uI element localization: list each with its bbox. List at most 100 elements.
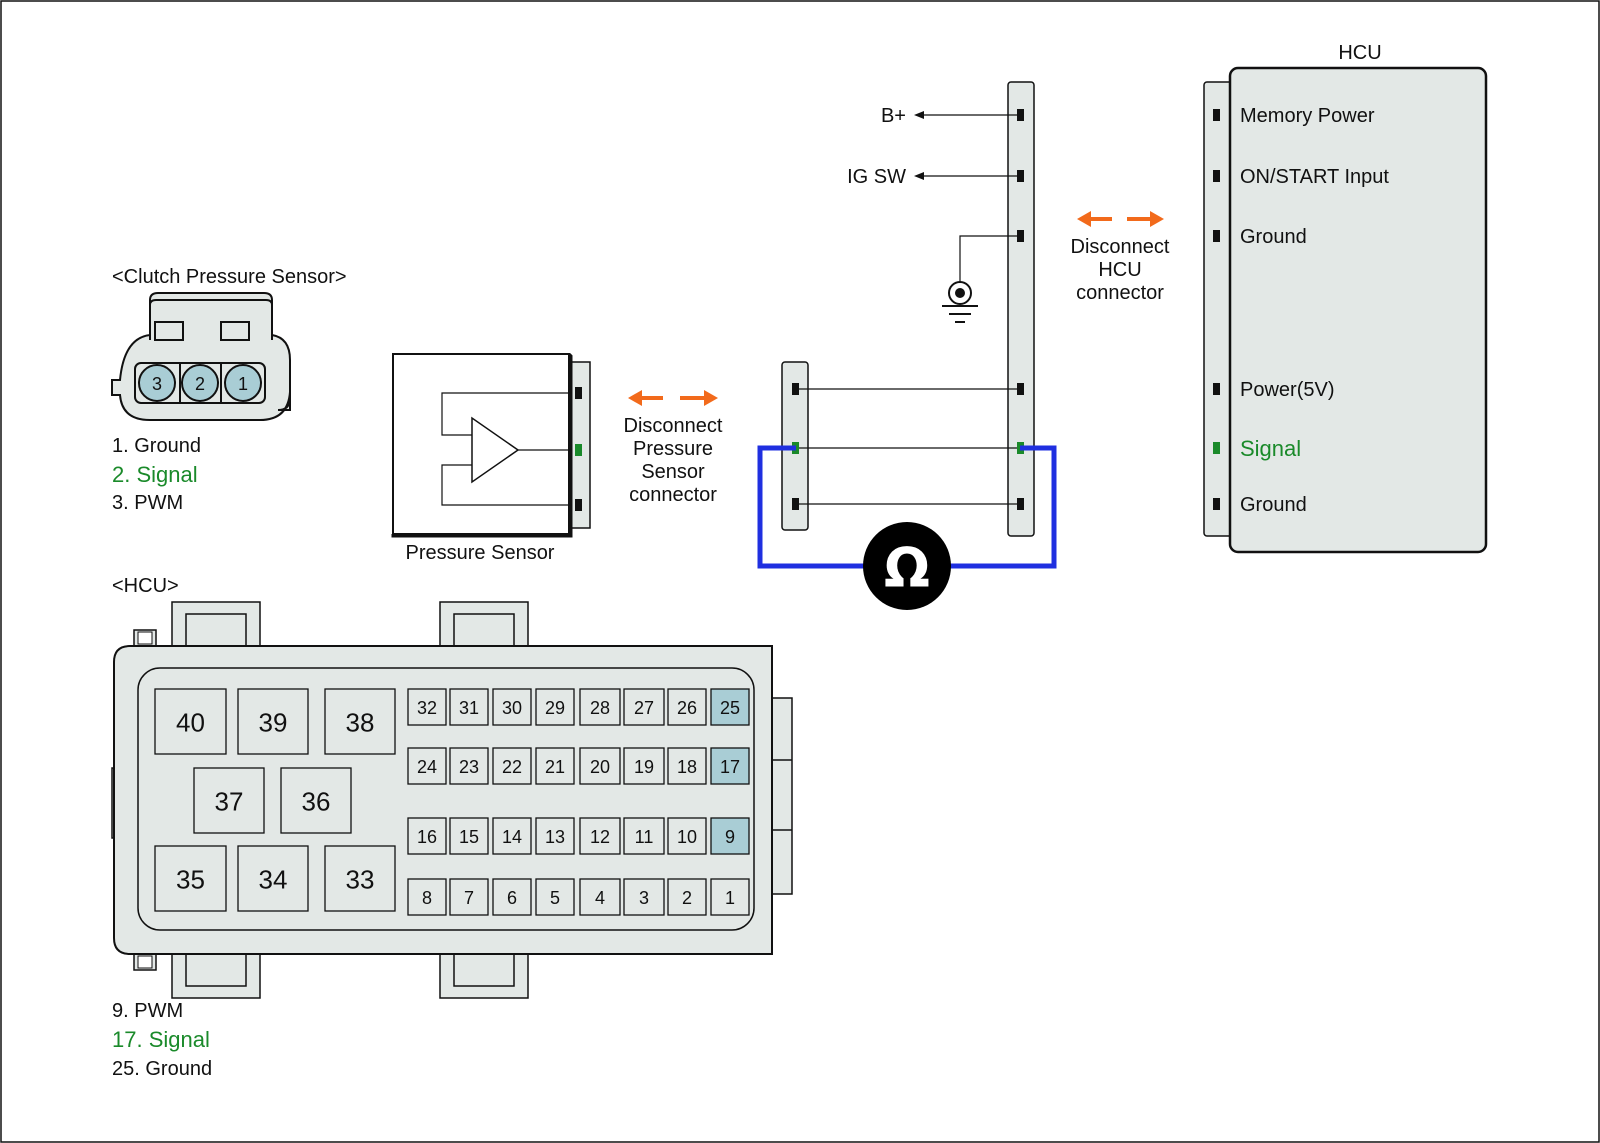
hcu-pin-40 bbox=[154, 688, 227, 755]
hcu-pin-3 bbox=[623, 878, 665, 916]
hcu-pin-15-label: 15 bbox=[459, 827, 479, 847]
hcu-pin-4 bbox=[579, 878, 621, 916]
hcu-block-pin-4 bbox=[1213, 383, 1220, 395]
hcu-pin-ground-bottom: Ground bbox=[1240, 494, 1307, 516]
hcu-pin-35 bbox=[154, 845, 227, 912]
hcu-pin-12 bbox=[579, 817, 621, 855]
hcu-pin-40-label: 40 bbox=[176, 708, 205, 738]
hcu-pin-10-label: 10 bbox=[677, 827, 697, 847]
hcu-pin-memory-power: Memory Power bbox=[1240, 105, 1375, 127]
clutch-sensor-connector-icon: 3 2 1 bbox=[111, 292, 291, 421]
amplifier-icon bbox=[471, 416, 520, 484]
hcu-pin-18-label: 18 bbox=[677, 757, 697, 777]
harness-b-pin-1 bbox=[1017, 109, 1024, 121]
hcu-pin-30-label: 30 bbox=[502, 698, 522, 718]
hcu-pin-37 bbox=[193, 767, 265, 834]
hcu-pin-9 bbox=[710, 817, 750, 855]
hcu-pin-6-label: 6 bbox=[507, 888, 517, 908]
hcu-pin-26-label: 26 bbox=[677, 698, 697, 718]
hcu-pin-2 bbox=[667, 878, 707, 916]
hcu-pin-10 bbox=[667, 817, 707, 855]
disconnect-sensor-text-3: Sensor bbox=[641, 461, 705, 483]
hcu-pin-31-label: 31 bbox=[459, 698, 479, 718]
hcu-pin-20 bbox=[579, 747, 621, 785]
hcu-pin-4-label: 4 bbox=[595, 888, 605, 908]
hcu-pin-19 bbox=[623, 747, 665, 785]
hcu-block-pin-2 bbox=[1213, 170, 1220, 182]
clutch-legend-pwm: 3. PWM bbox=[112, 492, 183, 514]
pressure-sensor-block: Pressure Sensor bbox=[391, 352, 591, 564]
harness-a-pin-3 bbox=[792, 498, 799, 510]
hcu-pin-32-label: 32 bbox=[417, 698, 437, 718]
hcu-pin-22 bbox=[492, 747, 532, 785]
b-plus-label: B+ bbox=[881, 105, 906, 127]
disconnect-sensor-text-2: Pressure bbox=[633, 438, 713, 460]
clutch-pin-1-label: 1 bbox=[238, 374, 248, 394]
hcu-legend-ground: 25. Ground bbox=[112, 1058, 212, 1080]
hcu-pin-5-label: 5 bbox=[550, 888, 560, 908]
disconnect-hcu-arrow bbox=[1077, 211, 1164, 227]
hcu-pin-39-label: 39 bbox=[259, 708, 288, 738]
hcu-pin-8-label: 8 bbox=[422, 888, 432, 908]
disconnect-sensor-arrow bbox=[628, 390, 718, 406]
disconnect-hcu-text-1: Disconnect bbox=[1071, 236, 1170, 258]
ohmmeter-icon: Ω bbox=[863, 522, 951, 610]
hcu-harness-connector bbox=[1007, 81, 1035, 537]
hcu-pin-27 bbox=[623, 688, 665, 726]
hcu-block-pin-6 bbox=[1213, 498, 1220, 510]
hcu-pin-25-label: 25 bbox=[720, 698, 740, 718]
clutch-pin-3 bbox=[138, 364, 176, 402]
clutch-sensor-section: <Clutch Pressure Sensor> 3 2 1 1. Ground… bbox=[111, 266, 347, 514]
hcu-pin-36-label: 36 bbox=[302, 787, 331, 817]
disconnect-hcu-text-3: connector bbox=[1076, 282, 1164, 304]
hcu-pin-14 bbox=[492, 817, 532, 855]
clutch-legend-ground: 1. Ground bbox=[112, 435, 201, 457]
hcu-pin-16 bbox=[407, 817, 447, 855]
hcu-pin-13-label: 13 bbox=[545, 827, 565, 847]
hcu-pin-power-5v: Power(5V) bbox=[1240, 379, 1334, 401]
hcu-pin-3-label: 3 bbox=[639, 888, 649, 908]
hcu-connector-title: <HCU> bbox=[112, 575, 179, 597]
hcu-block-pin-5 bbox=[1213, 442, 1220, 454]
hcu-pin-17 bbox=[710, 747, 750, 785]
hcu-pin-14-label: 14 bbox=[502, 827, 522, 847]
hcu-pin-35-label: 35 bbox=[176, 865, 205, 895]
hcu-pin-11 bbox=[623, 817, 665, 855]
hcu-block-pin-3 bbox=[1213, 230, 1220, 242]
hcu-pin-23 bbox=[449, 747, 489, 785]
clutch-pin-2 bbox=[181, 364, 219, 402]
ohmmeter-probe-wires bbox=[757, 445, 1057, 569]
clutch-pin-1 bbox=[224, 364, 262, 402]
hcu-pin-12-label: 12 bbox=[590, 827, 610, 847]
hcu-block-body bbox=[1228, 66, 1488, 554]
hcu-pin-36 bbox=[280, 767, 352, 834]
clutch-pin-2-label: 2 bbox=[195, 374, 205, 394]
hcu-pin-26 bbox=[667, 688, 707, 726]
ig-sw-label: IG SW bbox=[847, 166, 906, 188]
hcu-pin-34 bbox=[237, 845, 309, 912]
hcu-pin-2-label: 2 bbox=[682, 888, 692, 908]
hcu-pin-17-label: 17 bbox=[720, 757, 740, 777]
hcu-pin-9-label: 9 bbox=[725, 827, 735, 847]
hcu-pin-32 bbox=[407, 688, 447, 726]
sensor-pin-2 bbox=[575, 444, 582, 456]
ground-icon bbox=[942, 281, 978, 323]
hcu-pin-29-label: 29 bbox=[545, 698, 565, 718]
hcu-pin-37-label: 37 bbox=[215, 787, 244, 817]
hcu-pin-33 bbox=[324, 845, 396, 912]
hcu-legend-signal: 17. Signal bbox=[112, 1027, 210, 1052]
hcu-block: HCU Memory Power ON/START Input Ground P… bbox=[1203, 42, 1488, 554]
hcu-pin-7 bbox=[449, 878, 489, 916]
hcu-block-pin-1 bbox=[1213, 109, 1220, 121]
hcu-pin-28 bbox=[579, 688, 621, 726]
clutch-pin-3-label: 3 bbox=[152, 374, 162, 394]
ohmmeter-symbol: Ω bbox=[884, 537, 930, 600]
hcu-pin-13 bbox=[535, 817, 575, 855]
hcu-pin-31 bbox=[449, 688, 489, 726]
hcu-pin-39 bbox=[237, 688, 309, 755]
hcu-pin-33-label: 33 bbox=[346, 865, 375, 895]
hcu-pin-21-label: 21 bbox=[545, 757, 565, 777]
